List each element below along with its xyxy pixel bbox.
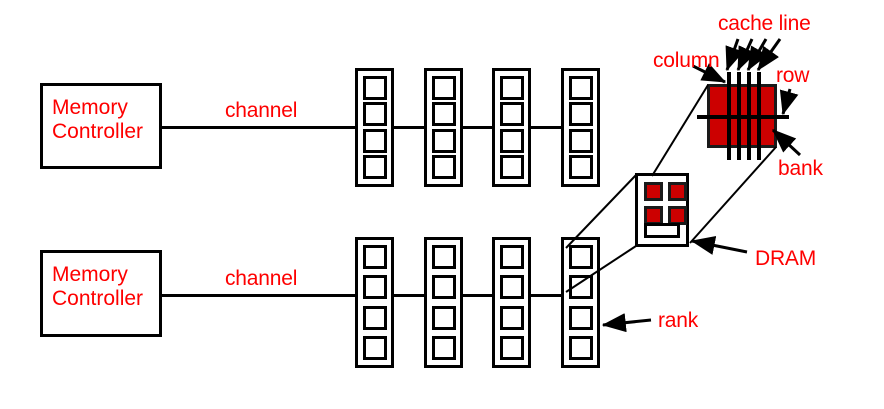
rank-square [568, 154, 593, 179]
rank-square [568, 275, 593, 300]
rank-square [431, 275, 456, 300]
rank-square [499, 275, 524, 300]
dram-chip-io-bar [644, 223, 680, 238]
dram-chip [635, 173, 689, 247]
rank-square [431, 154, 456, 179]
channel-wire-top [162, 126, 356, 129]
rank-square [568, 128, 593, 153]
rank-square [362, 128, 387, 153]
channel-wire-top-seg4 [530, 126, 562, 129]
cache-line-label: cache line [718, 12, 811, 35]
dimm-top-4 [561, 68, 600, 187]
rank-arrow [601, 313, 652, 333]
rank-square [362, 335, 387, 360]
row-label: row [776, 64, 810, 87]
bank-label: bank [778, 157, 823, 180]
rank-square [499, 154, 524, 179]
channel-label-top: channel [225, 99, 298, 122]
mc-bottom-line1: Memory [52, 263, 128, 286]
rank-square [499, 102, 524, 127]
rank-square [568, 245, 593, 269]
dram-chip-bank-grid [644, 182, 687, 225]
rank-square [568, 305, 593, 330]
dimm-top-2 [424, 68, 463, 187]
column-label: column [653, 49, 720, 72]
channel-label-bottom: channel [225, 267, 298, 290]
channel-wire-top-seg3 [462, 126, 493, 129]
dimm-bottom-1 [355, 237, 394, 368]
dram-label: DRAM [755, 247, 817, 270]
dimm-bottom-2 [424, 237, 463, 368]
channel-wire-bottom [162, 294, 356, 297]
rank-square [431, 76, 456, 100]
rank-square [431, 305, 456, 330]
channel-wire-bottom-seg3 [462, 294, 493, 297]
rank-square [568, 335, 593, 360]
dimm-top-1 [355, 68, 394, 187]
dram-bank-small [668, 182, 687, 201]
rank-square [499, 335, 524, 360]
cache-line-arrows [725, 38, 782, 72]
dimm-bottom-4 [561, 237, 600, 368]
bank-arrow [771, 128, 802, 157]
rank-square [431, 245, 456, 269]
rank-square [362, 305, 387, 330]
rank-square [499, 245, 524, 269]
dram-arrow [690, 236, 748, 255]
channel-wire-bottom-seg4 [530, 294, 562, 297]
channel-wire-top-seg2 [393, 126, 425, 129]
rank-square [362, 275, 387, 300]
rank-square [568, 102, 593, 127]
rank-label: rank [658, 309, 699, 332]
channel-wire-bottom-seg2 [393, 294, 425, 297]
rank-square [568, 76, 593, 100]
rank-square [431, 128, 456, 153]
rank-square [362, 102, 387, 127]
rank-square [499, 305, 524, 330]
rank-square [499, 128, 524, 153]
mc-bottom-line2: Controller [52, 287, 144, 310]
dimm-bottom-3 [492, 237, 531, 368]
rank-square [431, 102, 456, 127]
rank-square [362, 76, 387, 100]
bank-array [707, 84, 777, 148]
dram-bank-small [644, 182, 663, 201]
mc-top-line1: Memory [52, 96, 128, 119]
mc-top-line2: Controller [52, 120, 144, 143]
rank-square [362, 154, 387, 179]
rank-square [431, 335, 456, 360]
dimm-top-3 [492, 68, 531, 187]
rank-square [362, 245, 387, 269]
rank-square [499, 76, 524, 100]
row-arrow [779, 88, 799, 116]
